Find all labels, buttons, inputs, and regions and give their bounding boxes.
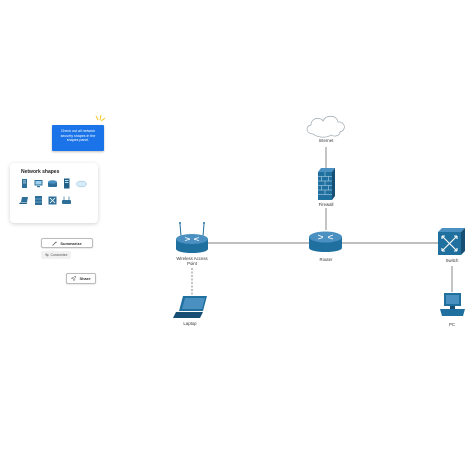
- laptop-icon[interactable]: [19, 195, 30, 206]
- wap-label-line1: Wireless Access: [176, 256, 207, 261]
- sliders-icon: [44, 253, 49, 257]
- laptop-node[interactable]: Laptop: [173, 296, 207, 326]
- cloud-icon[interactable]: [76, 178, 87, 189]
- switch-icon: [438, 228, 465, 255]
- share-label: Share: [79, 276, 91, 281]
- pc-node[interactable]: PC: [440, 293, 465, 327]
- pc-icon: [440, 293, 465, 316]
- access-point-icon[interactable]: [61, 195, 72, 206]
- switch-node[interactable]: Switch: [438, 228, 465, 263]
- server-icon[interactable]: [19, 178, 30, 189]
- magic-wand-icon: [52, 240, 58, 246]
- internet-label: Internet: [319, 138, 334, 143]
- internet-node[interactable]: Internet: [306, 115, 345, 143]
- pc-label: PC: [449, 322, 455, 327]
- laptop-label: Laptop: [183, 321, 197, 326]
- panel-title: Network shapes: [21, 169, 60, 175]
- wap-label-line2: Point: [187, 261, 198, 266]
- switch-label: Switch: [446, 258, 459, 263]
- firewall-label: Firewall: [319, 202, 334, 207]
- router-node[interactable]: Router: [309, 231, 342, 263]
- cloud-icon: [306, 115, 345, 138]
- switch-icon[interactable]: [47, 195, 58, 206]
- router-label: Router: [320, 257, 333, 262]
- wireless-access-point-node[interactable]: Wireless Access Point: [176, 222, 208, 266]
- router-icon: [309, 231, 342, 252]
- summarize-label: Summarize: [60, 240, 82, 246]
- firewall-icon: [318, 168, 335, 200]
- share-button[interactable]: Share: [66, 273, 96, 284]
- send-icon: [71, 276, 77, 281]
- firewall-icon[interactable]: [33, 195, 44, 206]
- router-icon[interactable]: [47, 178, 58, 189]
- customize-label: Customize: [50, 253, 68, 257]
- firewall-node[interactable]: Firewall: [318, 168, 335, 207]
- summarize-button[interactable]: Summarize: [41, 238, 93, 248]
- network-shapes-panel[interactable]: Network shapes: [10, 163, 98, 223]
- connectors: [191, 147, 453, 295]
- sparkle-icon: [95, 114, 106, 122]
- customize-button[interactable]: Customize: [41, 251, 71, 259]
- tip-sticky-note[interactable]: Check out all network security shapes in…: [52, 125, 104, 151]
- server-rack-icon[interactable]: [61, 178, 72, 189]
- monitor-icon[interactable]: [33, 178, 44, 189]
- wireless-access-point-icon: [176, 222, 208, 253]
- laptop-icon: [173, 296, 207, 318]
- tip-text: Check out all network security shapes in…: [60, 129, 96, 143]
